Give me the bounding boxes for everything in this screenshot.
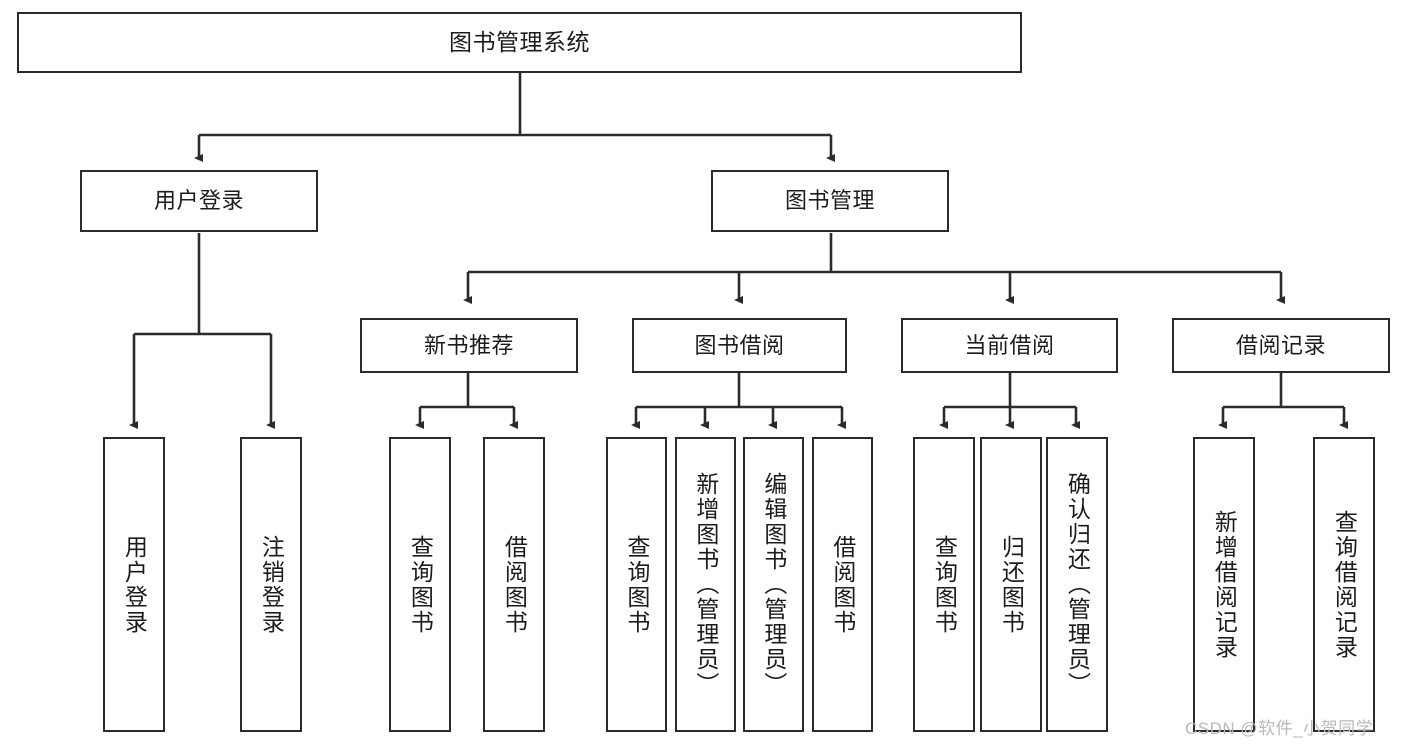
node-label: 确认归还（管理员）	[1064, 472, 1091, 697]
node-label: 用户登录	[121, 534, 148, 635]
leaf-new-book-borrow-books[interactable]: 借阅图书	[483, 437, 545, 732]
node-label: 新书推荐	[423, 332, 514, 358]
watermark: CSDN @软件_小贺同学	[1185, 719, 1374, 738]
node-new-book-recommendation[interactable]: 新书推荐	[360, 318, 578, 373]
leaf-current-borrow-query-books[interactable]: 查询图书	[913, 437, 975, 732]
node-label: 图书借阅	[694, 332, 785, 358]
leaf-book-borrow-edit-book-admin[interactable]: 编辑图书（管理员）	[743, 437, 804, 732]
node-user-login[interactable]: 用户登录	[80, 170, 318, 232]
node-root-book-management-system[interactable]: 图书管理系统	[17, 12, 1022, 73]
node-label: 查询借阅记录	[1331, 509, 1358, 660]
leaf-new-book-query-books[interactable]: 查询图书	[389, 437, 451, 732]
node-label: 用户登录	[153, 188, 244, 214]
node-label: 查询图书	[623, 534, 650, 635]
leaf-book-borrow-borrow-books[interactable]: 借阅图书	[812, 437, 873, 732]
node-label: 借阅图书	[501, 534, 528, 635]
leaf-current-borrow-confirm-return-admin[interactable]: 确认归还（管理员）	[1046, 437, 1108, 732]
node-borrow-records[interactable]: 借阅记录	[1172, 318, 1390, 373]
leaf-user-login-login[interactable]: 用户登录	[103, 437, 165, 732]
node-label: 查询图书	[931, 534, 958, 635]
leaf-borrow-record-query-record[interactable]: 查询借阅记录	[1313, 437, 1375, 732]
node-label: 当前借阅	[964, 332, 1055, 358]
node-label: 查询图书	[407, 534, 434, 635]
node-label: 注销登录	[258, 534, 285, 635]
node-label: 归还图书	[998, 534, 1025, 635]
node-book-borrowing[interactable]: 图书借阅	[632, 318, 847, 373]
node-label: 新增借阅记录	[1211, 509, 1238, 660]
node-label: 编辑图书（管理员）	[760, 472, 787, 697]
node-label: 图书管理系统	[449, 29, 590, 56]
node-current-borrowing[interactable]: 当前借阅	[901, 318, 1118, 373]
node-label: 图书管理	[784, 188, 875, 214]
node-label: 借阅记录	[1235, 332, 1326, 358]
leaf-current-borrow-return-books[interactable]: 归还图书	[980, 437, 1042, 732]
leaf-book-borrow-query-books[interactable]: 查询图书	[606, 437, 667, 732]
node-label: 借阅图书	[829, 534, 856, 635]
leaf-user-login-logout[interactable]: 注销登录	[240, 437, 302, 732]
leaf-borrow-record-add-record[interactable]: 新增借阅记录	[1193, 437, 1255, 732]
node-book-management[interactable]: 图书管理	[711, 170, 949, 232]
leaf-book-borrow-add-book-admin[interactable]: 新增图书（管理员）	[675, 437, 736, 732]
node-label: 新增图书（管理员）	[692, 472, 719, 697]
